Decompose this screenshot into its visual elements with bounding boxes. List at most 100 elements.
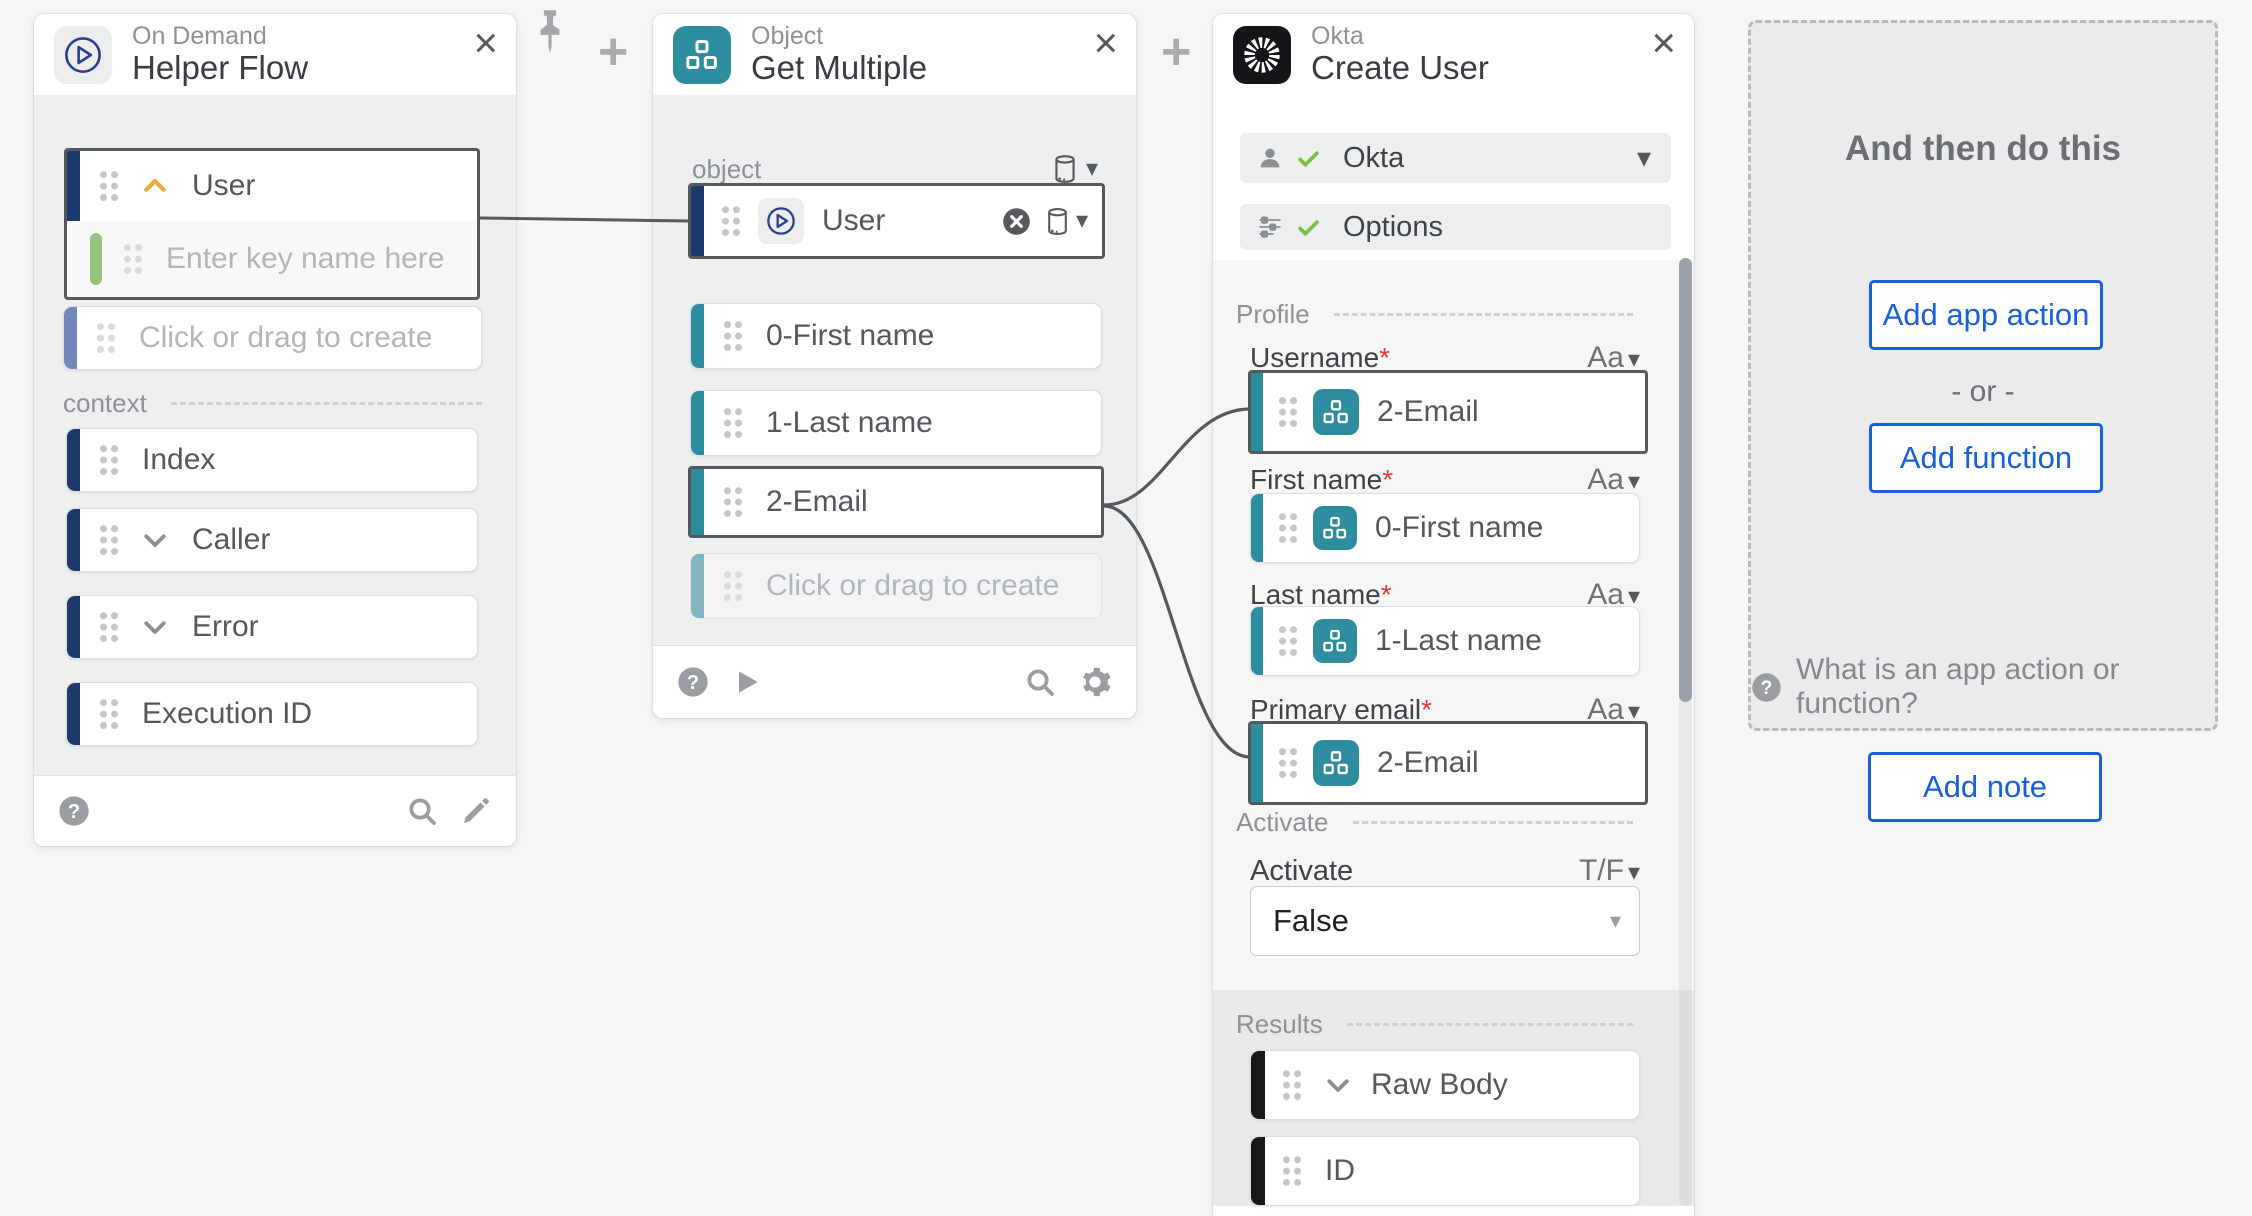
scrollbar-thumb[interactable] bbox=[1679, 258, 1692, 702]
drag-handle[interactable] bbox=[98, 169, 120, 203]
card-action-name: Helper Flow bbox=[132, 49, 309, 87]
help-link-text[interactable]: What is an app action or function? bbox=[1796, 653, 2120, 720]
drag-handle[interactable] bbox=[722, 319, 744, 353]
drag-handle[interactable] bbox=[1277, 395, 1299, 429]
okta-card-header: Okta Create User × bbox=[1213, 14, 1694, 95]
user-output-field[interactable]: User bbox=[67, 151, 477, 221]
first-name-input-field[interactable]: 0-First name bbox=[1250, 493, 1640, 563]
user-output-group[interactable]: User Enter key name here bbox=[64, 148, 480, 300]
card-app-name: Object bbox=[751, 22, 824, 51]
add-note-button[interactable]: Add note bbox=[1868, 752, 2102, 822]
chevron-down-icon[interactable] bbox=[140, 612, 170, 642]
primary-email-input-field[interactable]: 2-Email bbox=[1248, 721, 1648, 805]
key-name-field[interactable]: Enter key name here bbox=[67, 221, 477, 297]
chevron-down-icon[interactable] bbox=[1323, 1070, 1353, 1100]
field-color-bar bbox=[691, 391, 704, 455]
person-icon bbox=[1256, 144, 1284, 172]
play-circle-icon bbox=[65, 36, 101, 73]
type-dropdown[interactable]: Aa bbox=[1587, 341, 1624, 374]
drag-handle[interactable] bbox=[722, 569, 744, 603]
type-dropdown[interactable]: Aa bbox=[1587, 578, 1624, 611]
type-dropdown[interactable]: Aa bbox=[1587, 463, 1624, 496]
drag-handle[interactable] bbox=[98, 610, 120, 644]
input-label: Last name bbox=[1250, 579, 1381, 610]
type-caret-icon[interactable]: ▾ bbox=[1627, 583, 1640, 610]
context-field-error[interactable]: Error bbox=[66, 595, 478, 659]
question-icon: ? bbox=[1751, 672, 1782, 703]
type-caret-icon[interactable]: ▾ bbox=[1627, 468, 1640, 495]
context-section-header: context bbox=[63, 388, 482, 418]
options-row[interactable]: Options bbox=[1240, 204, 1671, 250]
help-icon[interactable]: ? bbox=[677, 666, 709, 698]
search-icon[interactable] bbox=[1024, 666, 1056, 698]
drag-handle[interactable] bbox=[1277, 746, 1299, 780]
type-caret-icon[interactable]: ▾ bbox=[1085, 155, 1098, 182]
drag-handle[interactable] bbox=[122, 242, 144, 276]
drag-handle[interactable] bbox=[98, 697, 120, 731]
search-icon[interactable] bbox=[406, 795, 438, 827]
account-row[interactable]: Okta ▾ bbox=[1240, 133, 1671, 183]
data-type-icon[interactable] bbox=[1052, 154, 1078, 184]
type-dropdown[interactable]: T/F bbox=[1578, 854, 1624, 887]
drag-handle[interactable] bbox=[1281, 1068, 1303, 1102]
field-label: ID bbox=[1325, 1154, 1355, 1187]
drag-handle[interactable] bbox=[722, 406, 744, 440]
type-caret-icon[interactable]: ▾ bbox=[1627, 346, 1640, 373]
field-color-bar bbox=[691, 554, 704, 618]
drag-handle[interactable] bbox=[1277, 511, 1299, 545]
edit-pencil-icon[interactable] bbox=[460, 795, 492, 827]
drag-handle[interactable] bbox=[722, 485, 744, 519]
select-caret-icon: ▾ bbox=[1609, 908, 1621, 933]
add-card-button-right[interactable]: + bbox=[1161, 23, 1192, 81]
field-label: 2-Email bbox=[766, 485, 868, 518]
output-field-email[interactable]: 2-Email bbox=[688, 466, 1104, 538]
username-input-field[interactable]: 2-Email bbox=[1248, 370, 1648, 454]
add-app-action-button[interactable]: Add app action bbox=[1869, 280, 2103, 350]
close-icon[interactable]: × bbox=[1093, 19, 1118, 66]
drag-handle[interactable] bbox=[98, 443, 120, 477]
data-type-icon[interactable] bbox=[1045, 207, 1070, 236]
object-source-icon bbox=[1313, 619, 1357, 663]
object-card-header: Object Get Multiple × bbox=[653, 14, 1136, 95]
type-caret-icon[interactable]: ▾ bbox=[1627, 698, 1640, 725]
close-icon[interactable]: × bbox=[1651, 19, 1676, 66]
check-icon bbox=[1296, 215, 1321, 240]
context-field-execution-id[interactable]: Execution ID bbox=[66, 682, 478, 746]
required-marker: * bbox=[1421, 694, 1433, 725]
drag-handle[interactable] bbox=[1277, 624, 1299, 658]
pushpin-icon[interactable] bbox=[531, 8, 569, 54]
activate-select[interactable]: False ▾ bbox=[1250, 886, 1640, 956]
chevron-up-icon[interactable] bbox=[140, 171, 170, 201]
test-play-icon[interactable] bbox=[731, 666, 763, 698]
drag-handle[interactable] bbox=[1281, 1154, 1303, 1188]
help-icon[interactable]: ? bbox=[58, 795, 90, 827]
context-field-index[interactable]: Index bbox=[66, 428, 478, 492]
sliders-icon bbox=[1256, 213, 1284, 241]
chevron-down-icon[interactable] bbox=[140, 525, 170, 555]
type-dropdown[interactable]: Aa bbox=[1587, 693, 1624, 726]
type-caret-icon[interactable]: ▾ bbox=[1075, 207, 1088, 234]
create-field-row[interactable]: Click or drag to create bbox=[690, 553, 1102, 619]
result-field-id[interactable]: ID bbox=[1250, 1136, 1640, 1206]
close-icon[interactable]: × bbox=[473, 19, 498, 66]
result-field-raw-body[interactable]: Raw Body bbox=[1250, 1050, 1640, 1120]
object-user-field[interactable]: User ▾ bbox=[688, 183, 1105, 259]
field-color-bar bbox=[67, 683, 80, 745]
field-label: Index bbox=[142, 443, 216, 476]
last-name-label-row: Last name* Aa▾ bbox=[1250, 578, 1640, 612]
create-field-row[interactable]: Click or drag to create bbox=[63, 306, 482, 370]
add-function-button[interactable]: Add function bbox=[1869, 423, 2103, 493]
gear-icon[interactable] bbox=[1078, 665, 1112, 699]
panel-help-row[interactable]: ? What is an app action or function? bbox=[1751, 653, 2215, 721]
output-field-last-name[interactable]: 1-Last name bbox=[690, 390, 1102, 456]
output-field-first-name[interactable]: 0-First name bbox=[690, 303, 1102, 369]
clear-value-icon[interactable] bbox=[1002, 207, 1031, 236]
type-caret-icon[interactable]: ▾ bbox=[1627, 859, 1640, 886]
drag-handle[interactable] bbox=[720, 204, 742, 238]
last-name-input-field[interactable]: 1-Last name bbox=[1250, 606, 1640, 676]
add-card-button-left[interactable]: + bbox=[598, 23, 629, 81]
drag-handle[interactable] bbox=[95, 321, 117, 355]
drag-handle[interactable] bbox=[98, 523, 120, 557]
account-caret-icon[interactable]: ▾ bbox=[1636, 142, 1651, 173]
context-field-caller[interactable]: Caller bbox=[66, 508, 478, 572]
